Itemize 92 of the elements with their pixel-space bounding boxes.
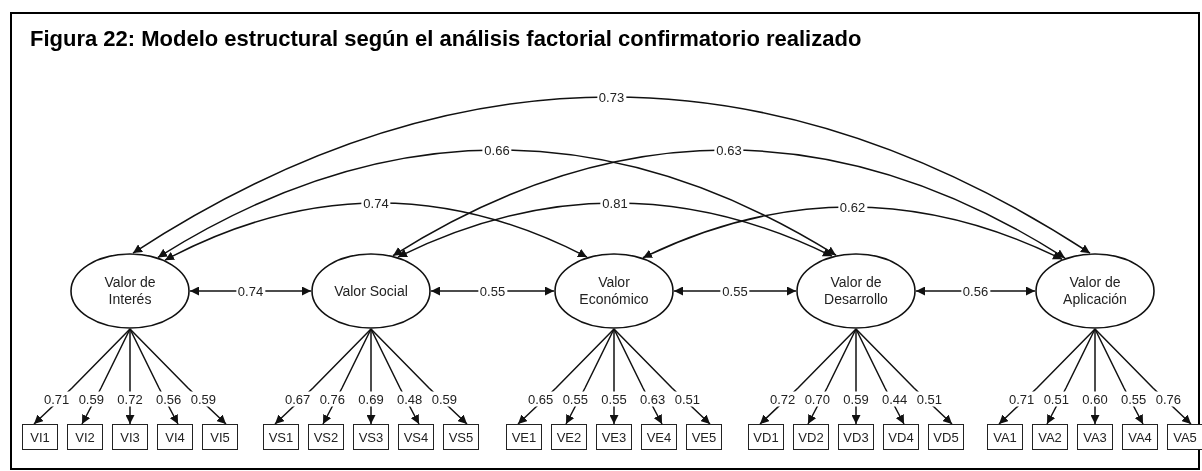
indicator-box [202,424,238,450]
indicator-label: VE4 [646,428,672,446]
edge-label: 0.76 [317,391,347,407]
indicator-label: VI3 [120,428,140,446]
edge-label: 0.72 [115,391,145,407]
edge-label: 0.76 [1153,391,1184,407]
latent-factor-ellipse [311,253,431,329]
factor-label: Valor de Desarrollo [823,274,889,308]
indicator-label: VE1 [511,428,537,446]
factor-label: Valor Social [333,282,409,300]
edge-label: 0.63 [638,391,668,407]
indicator-label: VE3 [601,428,627,446]
indicator-box [686,424,722,450]
edge-label: 0.59 [429,391,460,407]
edge-label: 0.51 [1041,391,1071,407]
indicator-box [1032,424,1068,450]
edge-label: 0.44 [880,391,910,407]
edge-label: 0.71 [1006,391,1037,407]
edge-label: 0.67 [282,391,313,407]
latent-factor-ellipse [554,253,674,329]
covariance-curve [157,149,837,259]
indicator-box [506,424,542,450]
indicator-box [928,424,964,450]
edge-label: 0.65 [525,391,556,407]
indicator-box [157,424,193,450]
indicator-box [793,424,829,450]
covariance-curve [392,149,1066,259]
indicator-label: VS2 [313,428,339,446]
indicator-box [67,424,103,450]
factor-label: Valor de Interés [103,274,157,308]
latent-factor-ellipse [796,253,916,329]
indicator-label: VS3 [358,428,384,446]
indicator-box [443,424,479,450]
edge-label: 0.51 [672,391,703,407]
edge-label: 0.72 [767,391,798,407]
indicator-label: VI2 [75,428,95,446]
edge-label: 0.55 [599,391,629,407]
indicator-box [987,424,1023,450]
indicator-label: VI4 [165,428,185,446]
indicator-label: VI5 [210,428,230,446]
indicator-label: VD4 [888,428,914,446]
edge-label: 0.59 [76,391,106,407]
indicator-box [641,424,677,450]
edge-label: 0.56 [154,391,184,407]
indicator-label: VA4 [1128,428,1152,446]
indicator-box [1077,424,1113,450]
indicator-label: VI1 [30,428,50,446]
indicator-label: VD2 [798,428,824,446]
covariance-curve [642,206,1063,260]
indicator-box [398,424,434,450]
indicator-label: VD1 [753,428,779,446]
latent-factor-ellipse [1035,253,1155,329]
indicator-label: VD3 [843,428,869,446]
edge-label: 0.70 [802,391,832,407]
edge-label: 0.69 [356,391,386,407]
factor-label: Valor de Aplicación [1062,274,1128,308]
edge-label: 0.55 [560,391,590,407]
indicator-box [308,424,344,450]
indicator-box [551,424,587,450]
indicator-box [22,424,58,450]
indicator-label: VA1 [993,428,1017,446]
edge-label: 0.59 [188,391,219,407]
edge-label: 0.51 [914,391,945,407]
factor-label: Valor Económico [578,274,650,308]
figure-title: Figura 22: Modelo estructural según el análisis factorial confirmatorio realizado [30,26,862,52]
indicator-box [838,424,874,450]
covariance-curve [397,202,833,258]
indicator-label: VA2 [1038,428,1062,446]
edge-label: 0.60 [1080,391,1110,407]
covariance-curve [132,96,1091,254]
indicator-box [883,424,919,450]
indicator-box [353,424,389,450]
edge-label: 0.59 [841,391,871,407]
indicator-box [1122,424,1158,450]
latent-factor-ellipse [70,253,190,329]
indicator-label: VE5 [691,428,717,446]
indicator-box [596,424,632,450]
edge-label: 0.48 [395,391,425,407]
indicator-label: VS1 [268,428,294,446]
edge-label: 0.55 [1119,391,1149,407]
covariance-curve [164,202,588,261]
indicator-label: VS4 [403,428,429,446]
indicator-box [112,424,148,450]
indicator-label: VE2 [556,428,582,446]
indicator-label: VS5 [448,428,474,446]
indicator-box [263,424,299,450]
indicator-box [748,424,784,450]
edge-label: 0.71 [41,391,72,407]
indicator-label: VA5 [1173,428,1197,446]
indicator-label: VD5 [933,428,959,446]
indicator-label: VA3 [1083,428,1107,446]
indicator-box [1167,424,1202,450]
